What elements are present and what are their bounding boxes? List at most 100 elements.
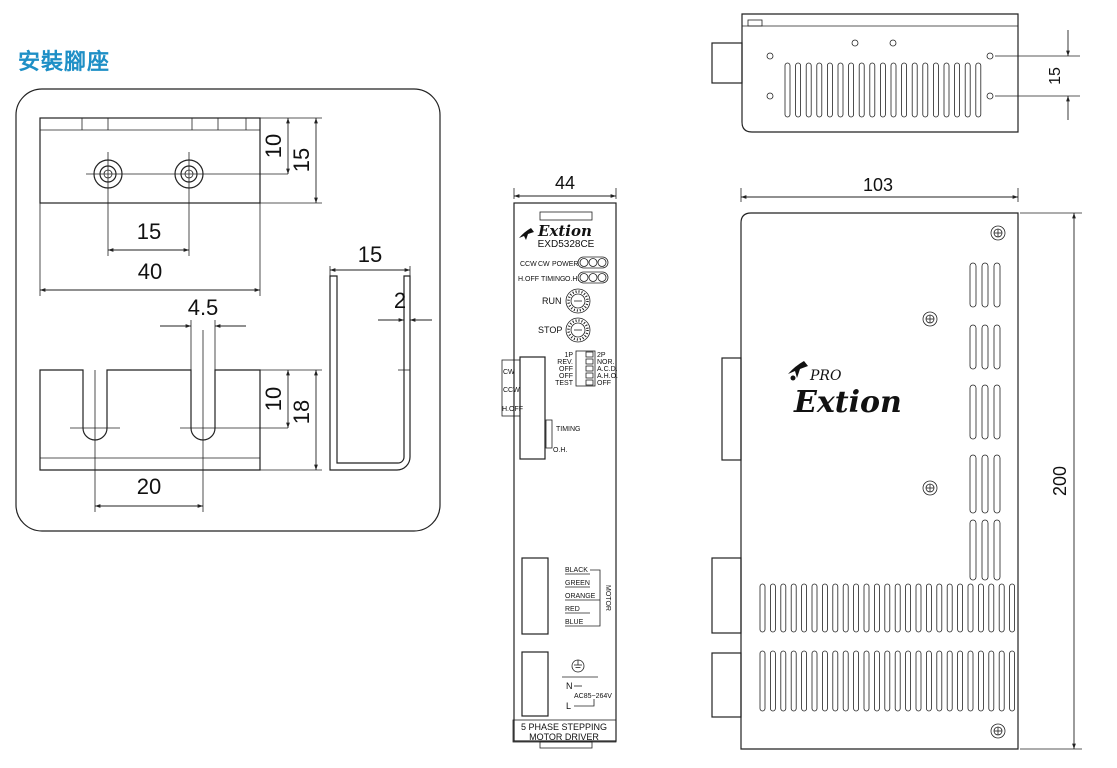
vent-slot (795, 62, 801, 118)
vent-slot (969, 454, 977, 514)
vent-slot (998, 650, 1005, 712)
dip-right-1: 2P (597, 352, 606, 359)
vent-slot (801, 583, 807, 633)
footer-line2: MOTOR DRIVER (529, 732, 599, 742)
vent-slot (988, 583, 995, 633)
dim-bottom-inner: 10 (261, 387, 286, 411)
vent-slot (915, 583, 922, 633)
side-motor-connector (711, 557, 742, 634)
vent-slot (993, 519, 1001, 581)
vent-slot (770, 650, 776, 712)
led-oh (597, 273, 607, 282)
side-logo-pro: PRO (809, 368, 842, 384)
vent-slot (874, 583, 880, 633)
power-n-label: N (566, 681, 573, 691)
vent-slot (957, 650, 963, 712)
vent-slot (822, 583, 828, 633)
vent-slot (988, 650, 995, 712)
dim-thickness: 2 (394, 288, 406, 313)
vent-slot (827, 62, 833, 118)
vent-slot (969, 519, 977, 581)
vent-slot (1009, 650, 1015, 712)
vent-slot (884, 650, 891, 712)
top-connector (711, 42, 743, 84)
vent-slot (816, 62, 823, 118)
dip-right-5: OFF (597, 380, 611, 387)
vent-slot (805, 62, 812, 118)
wire-orange: ORANGE (565, 593, 596, 600)
vent-slot (848, 62, 854, 118)
vent-slot (946, 650, 953, 712)
dip-right-4: A.H.O. (597, 373, 618, 380)
run-switch[interactable] (565, 288, 591, 314)
dim-side-depth: 15 (358, 242, 382, 267)
side-vents-right (969, 262, 1001, 581)
dim-slot-width: 4.5 (188, 295, 219, 320)
vent-slot (863, 650, 870, 712)
led-ccw (579, 258, 589, 267)
mounting-frame (15, 88, 441, 532)
vent-slot (964, 62, 971, 118)
vent-slot (842, 650, 849, 712)
dim-side-width: 103 (863, 175, 893, 195)
wire-blue: BLUE (565, 619, 584, 626)
conn-oh-label: O.H. (553, 447, 567, 454)
conn-timing-label: TIMING (556, 426, 581, 433)
dip-right-3: A.C.D. (597, 366, 618, 373)
conn-hoff-label: H.OFF (502, 406, 523, 413)
vent-slot (759, 583, 766, 633)
vent-slot (933, 62, 939, 118)
vent-slot (894, 650, 901, 712)
vent-slot (811, 583, 818, 633)
vent-slot (759, 650, 766, 712)
power-spec: AC85~264V (574, 693, 612, 700)
screw-icon (990, 723, 1006, 739)
vent-slot (936, 583, 943, 633)
vent-slot (853, 583, 859, 633)
vent-slot (863, 583, 870, 633)
vent-slot (978, 583, 984, 633)
dim-hole-spacing: 15 (137, 219, 161, 244)
dip-right-2: NOR. (597, 359, 615, 366)
led-hoff-label: H.OFF (518, 276, 539, 283)
signal-connector (519, 356, 546, 460)
mounting-panel: 15 40 10 15 4.5 (15, 88, 441, 532)
vent-slot (790, 583, 797, 633)
dip-left-1: 1P (564, 352, 573, 359)
vent-slot (981, 324, 989, 370)
vent-slot (880, 62, 886, 118)
top-vents (784, 62, 982, 118)
vent-slot (905, 583, 911, 633)
wire-black: BLACK (565, 567, 588, 574)
dip-switch-block: 1P REV. OFF OFF TEST 2P NOR. A.C.D. A.H.… (555, 350, 618, 387)
vent-slot (905, 650, 911, 712)
vent-slot (1009, 583, 1015, 633)
dim-top-15: 15 (1047, 67, 1064, 85)
vent-slot (832, 583, 839, 633)
run-label: RUN (542, 296, 562, 306)
front-model: EXD5328CE (538, 239, 595, 250)
dip-left-2: REV. (557, 359, 573, 366)
dip-left-4: OFF (559, 373, 573, 380)
motor-connector (521, 557, 549, 635)
dim-top-inner: 10 (261, 134, 286, 158)
vent-slot (943, 62, 950, 118)
led-ccw-label: CCW (520, 261, 537, 268)
dip-left-5: TEST (555, 380, 574, 387)
stop-switch[interactable] (565, 317, 591, 343)
vent-slot (890, 62, 897, 118)
vent-slot (790, 650, 797, 712)
screw-icon (990, 225, 1006, 241)
vent-slot (770, 583, 776, 633)
vent-slot (915, 650, 922, 712)
vent-slot (981, 262, 989, 308)
vent-slot (784, 62, 791, 118)
vent-slot (894, 583, 901, 633)
side-view: 103 PRO Extion 20 (711, 175, 1082, 750)
stop-label: STOP (538, 325, 562, 335)
led-hoff (579, 273, 589, 282)
led-oh-label: O.H. (565, 276, 579, 283)
led-power (597, 258, 607, 267)
vent-slot (957, 583, 963, 633)
